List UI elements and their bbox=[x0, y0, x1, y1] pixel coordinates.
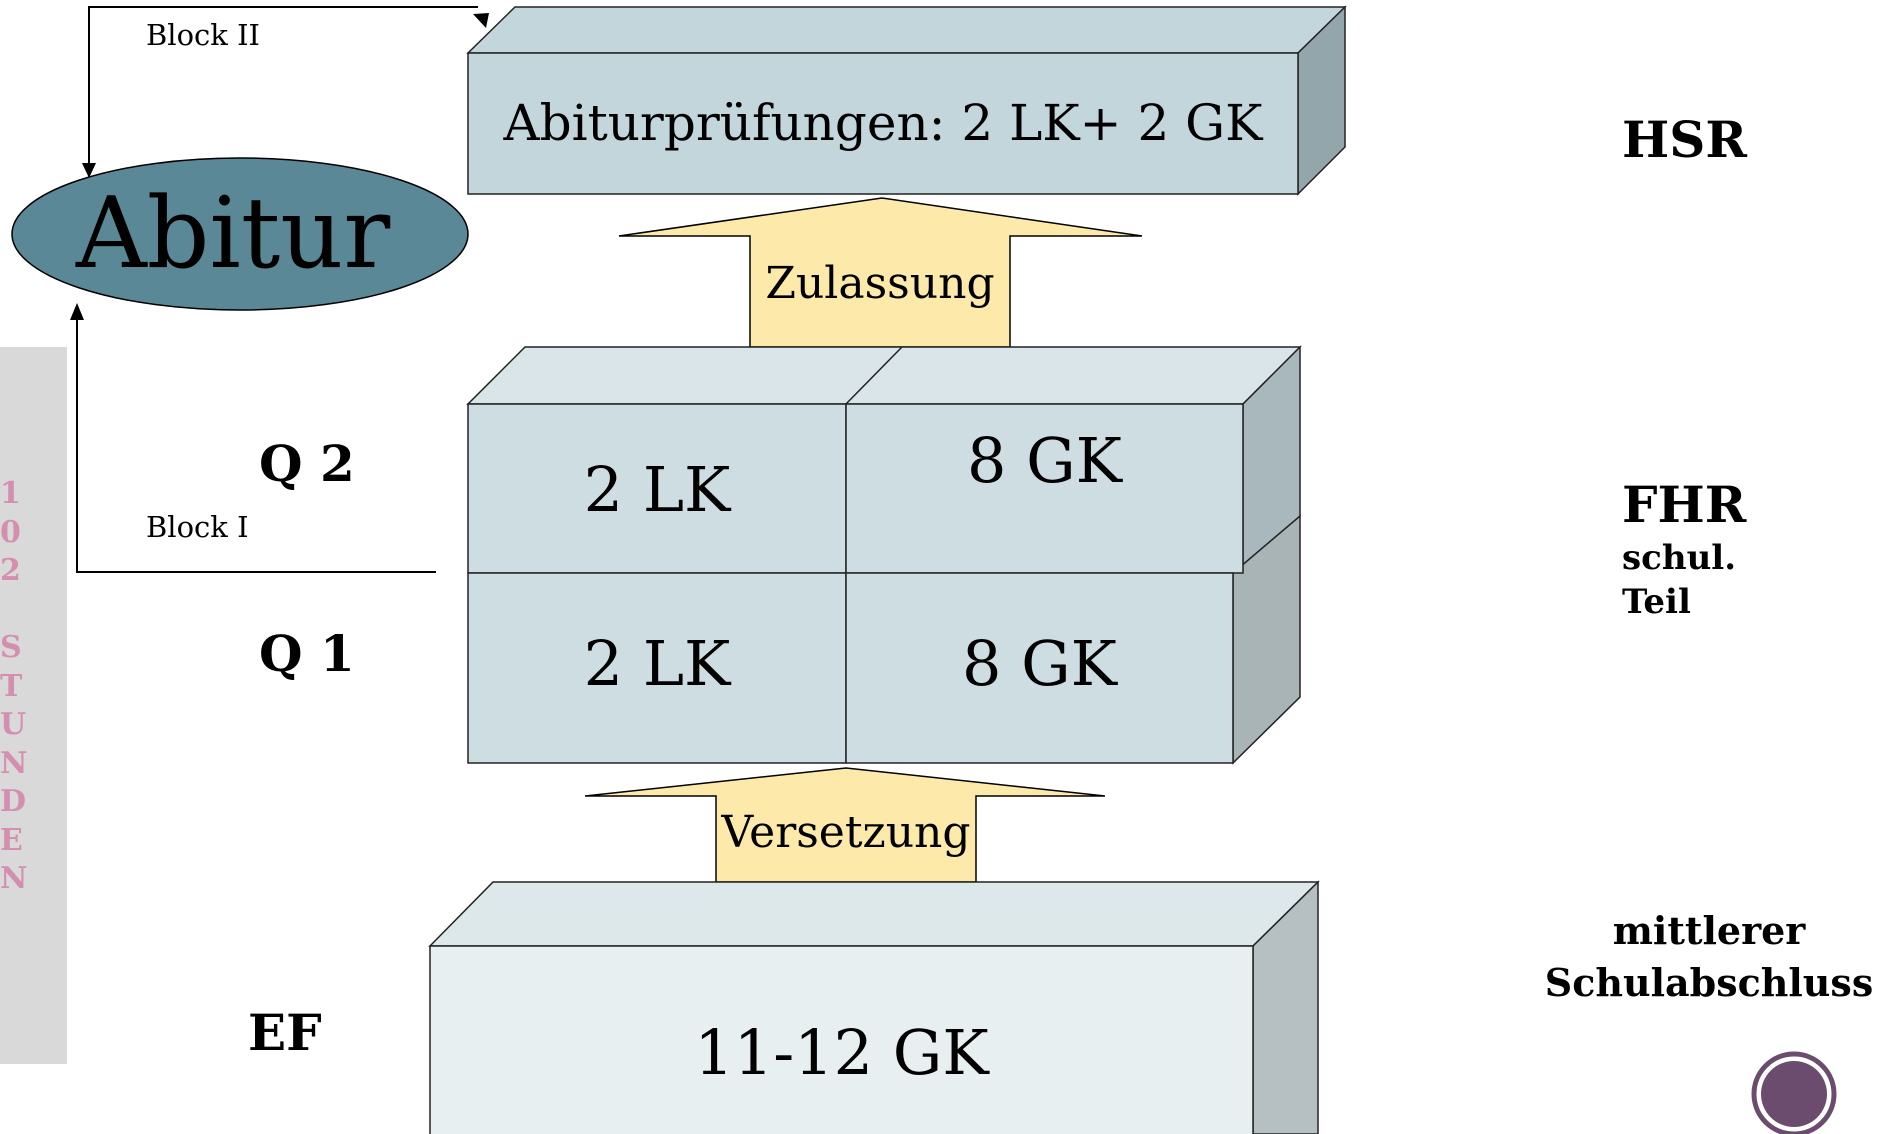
q1-lk-cell bbox=[467, 572, 847, 764]
q1-phase-label: Q 1 bbox=[259, 624, 355, 683]
block-one-arrowhead bbox=[70, 303, 84, 320]
fhr-label: FHR bbox=[1622, 475, 1747, 534]
promotion-label: Versetzung bbox=[721, 807, 971, 858]
ef-phase-label: EF bbox=[248, 1003, 322, 1062]
promotion-arrow bbox=[584, 767, 1106, 883]
q2-lk-cell bbox=[467, 403, 847, 574]
block-two-label: Block II bbox=[146, 18, 260, 52]
ef-box-front bbox=[429, 945, 1254, 1134]
corner-badge bbox=[1751, 1051, 1837, 1134]
q1-lk-label: 2 LK bbox=[583, 627, 731, 700]
sidebar-strip bbox=[0, 347, 67, 1064]
exam-box-top bbox=[466, 6, 1347, 54]
ef-gk-label: 11-12 GK bbox=[694, 1016, 989, 1089]
block-one-connector bbox=[76, 311, 436, 573]
msa-label-line1: mittlerer bbox=[1612, 908, 1806, 953]
block-one-label: Block I bbox=[146, 510, 249, 544]
exam-box-front bbox=[467, 52, 1299, 195]
q1-gk-label: 8 GK bbox=[962, 627, 1117, 700]
badge-core bbox=[1761, 1061, 1827, 1127]
msa-label-line2: Schulabschluss bbox=[1544, 960, 1874, 1005]
ef-box bbox=[428, 880, 1320, 1134]
block-two-connector bbox=[88, 6, 478, 172]
q-block-top-divider bbox=[845, 346, 903, 405]
qualification-phase-block bbox=[466, 345, 1302, 765]
abitur-ellipse bbox=[11, 157, 469, 311]
q2-lk-label: 2 LK bbox=[583, 453, 731, 526]
admission-arrow bbox=[618, 197, 1143, 348]
exam-box-label: Abiturprüfungen: 2 LK+ 2 GK bbox=[503, 94, 1263, 152]
abitur-label: Abitur bbox=[76, 177, 391, 291]
q2-gk-cell bbox=[845, 403, 1244, 574]
exam-box bbox=[466, 5, 1347, 196]
q1-gk-cell bbox=[845, 572, 1234, 764]
q-block-top bbox=[466, 346, 1302, 405]
hsr-label: HSR bbox=[1622, 110, 1747, 169]
ef-box-top bbox=[428, 881, 1320, 947]
fhr-note-label: schul. Teil bbox=[1622, 538, 1737, 622]
admission-label: Zulassung bbox=[765, 258, 995, 309]
block-two-arrowhead bbox=[82, 163, 96, 178]
q2-gk-label: 8 GK bbox=[967, 424, 1122, 497]
block-two-arrowhead-exam bbox=[473, 13, 489, 28]
q2-phase-label: Q 2 bbox=[259, 434, 355, 493]
